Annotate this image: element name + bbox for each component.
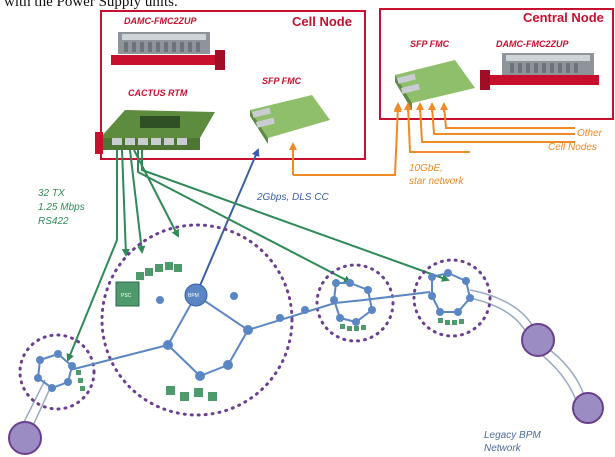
- cell-sfp-fmc-board: [250, 95, 330, 144]
- ring-cluster-middle: [315, 263, 395, 343]
- cell-damc-board: [111, 32, 225, 70]
- orange-10gbe-links: [289, 102, 575, 176]
- cactus-rtm-board: [95, 110, 215, 154]
- central-damc-board: [480, 53, 599, 90]
- central-damc-label: DAMC-FMC2ZUP: [496, 39, 569, 49]
- legacy-label-line1: Legacy BPM: [484, 430, 541, 441]
- other-label-line1: Other: [577, 128, 603, 139]
- dls-cc-label: 2Gbps, DLS CC: [256, 192, 329, 203]
- blue-ring-nodes: [34, 269, 474, 392]
- cell-node-title: Cell Node: [292, 14, 352, 29]
- bpm-label: BPM: [188, 293, 199, 299]
- legacy-label-line2: Network: [484, 443, 522, 454]
- tx-label-line2: 1.25 Mbps: [38, 202, 85, 213]
- legacy-bpm-nodes: [8, 323, 604, 455]
- central-sfp-fmc-board: [395, 60, 475, 110]
- green-psc-squares: [76, 262, 464, 401]
- caption-text: with the Power Supply units.: [4, 0, 178, 10]
- dls-cc-link: [195, 148, 260, 296]
- other-label-line2: Cell Nodes: [548, 142, 597, 153]
- green-rs422-links: [66, 149, 450, 362]
- psc-device: PSC: [115, 281, 140, 307]
- ring-cluster-main: [100, 223, 294, 417]
- tx-label-line1: 32 TX: [38, 188, 65, 199]
- ring-cluster-right: [412, 258, 492, 338]
- psc-label: PSC: [121, 293, 132, 299]
- cell-sfp-label: SFP FMC: [262, 76, 302, 86]
- gbe-label-line2: star network: [409, 176, 464, 187]
- tx-label-line3: RS422: [38, 216, 69, 227]
- central-sfp-label: SFP FMC: [410, 39, 450, 49]
- central-node-title: Central Node: [523, 10, 604, 25]
- cell-damc-label: DAMC-FMC2ZUP: [124, 16, 197, 26]
- cell-cactus-label: CACTUS RTM: [128, 88, 188, 98]
- bpm-device: BPM: [184, 283, 208, 307]
- ring-cluster-left: [18, 333, 96, 411]
- gbe-label-line1: 10GbE,: [409, 163, 443, 174]
